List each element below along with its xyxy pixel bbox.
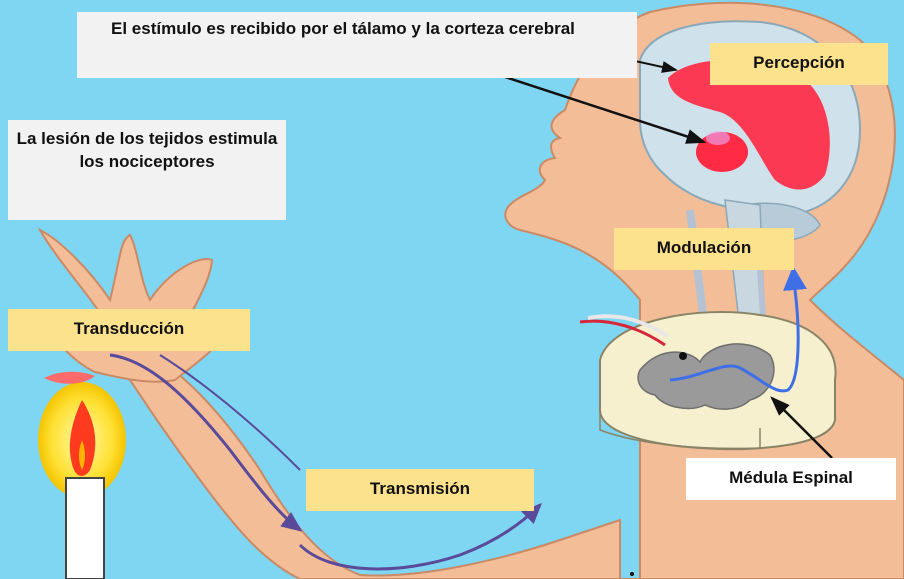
stimulus-caption: El estímulo es recibido por el tálamo y … [77,12,637,78]
small-dot [630,572,634,576]
injury-caption: La lesión de los tejidos estimula los no… [8,120,286,220]
transmission-label: Transmisión [306,469,534,511]
spinal-cord-label: Médula Espinal [686,458,896,500]
modulation-label: Modulación [614,228,794,270]
transduction-label: Transducción [8,309,250,351]
thalamus-inner [706,131,730,145]
perception-label: Percepción [710,43,888,85]
candle-body [66,478,104,579]
spinal-cord-section [600,312,836,449]
